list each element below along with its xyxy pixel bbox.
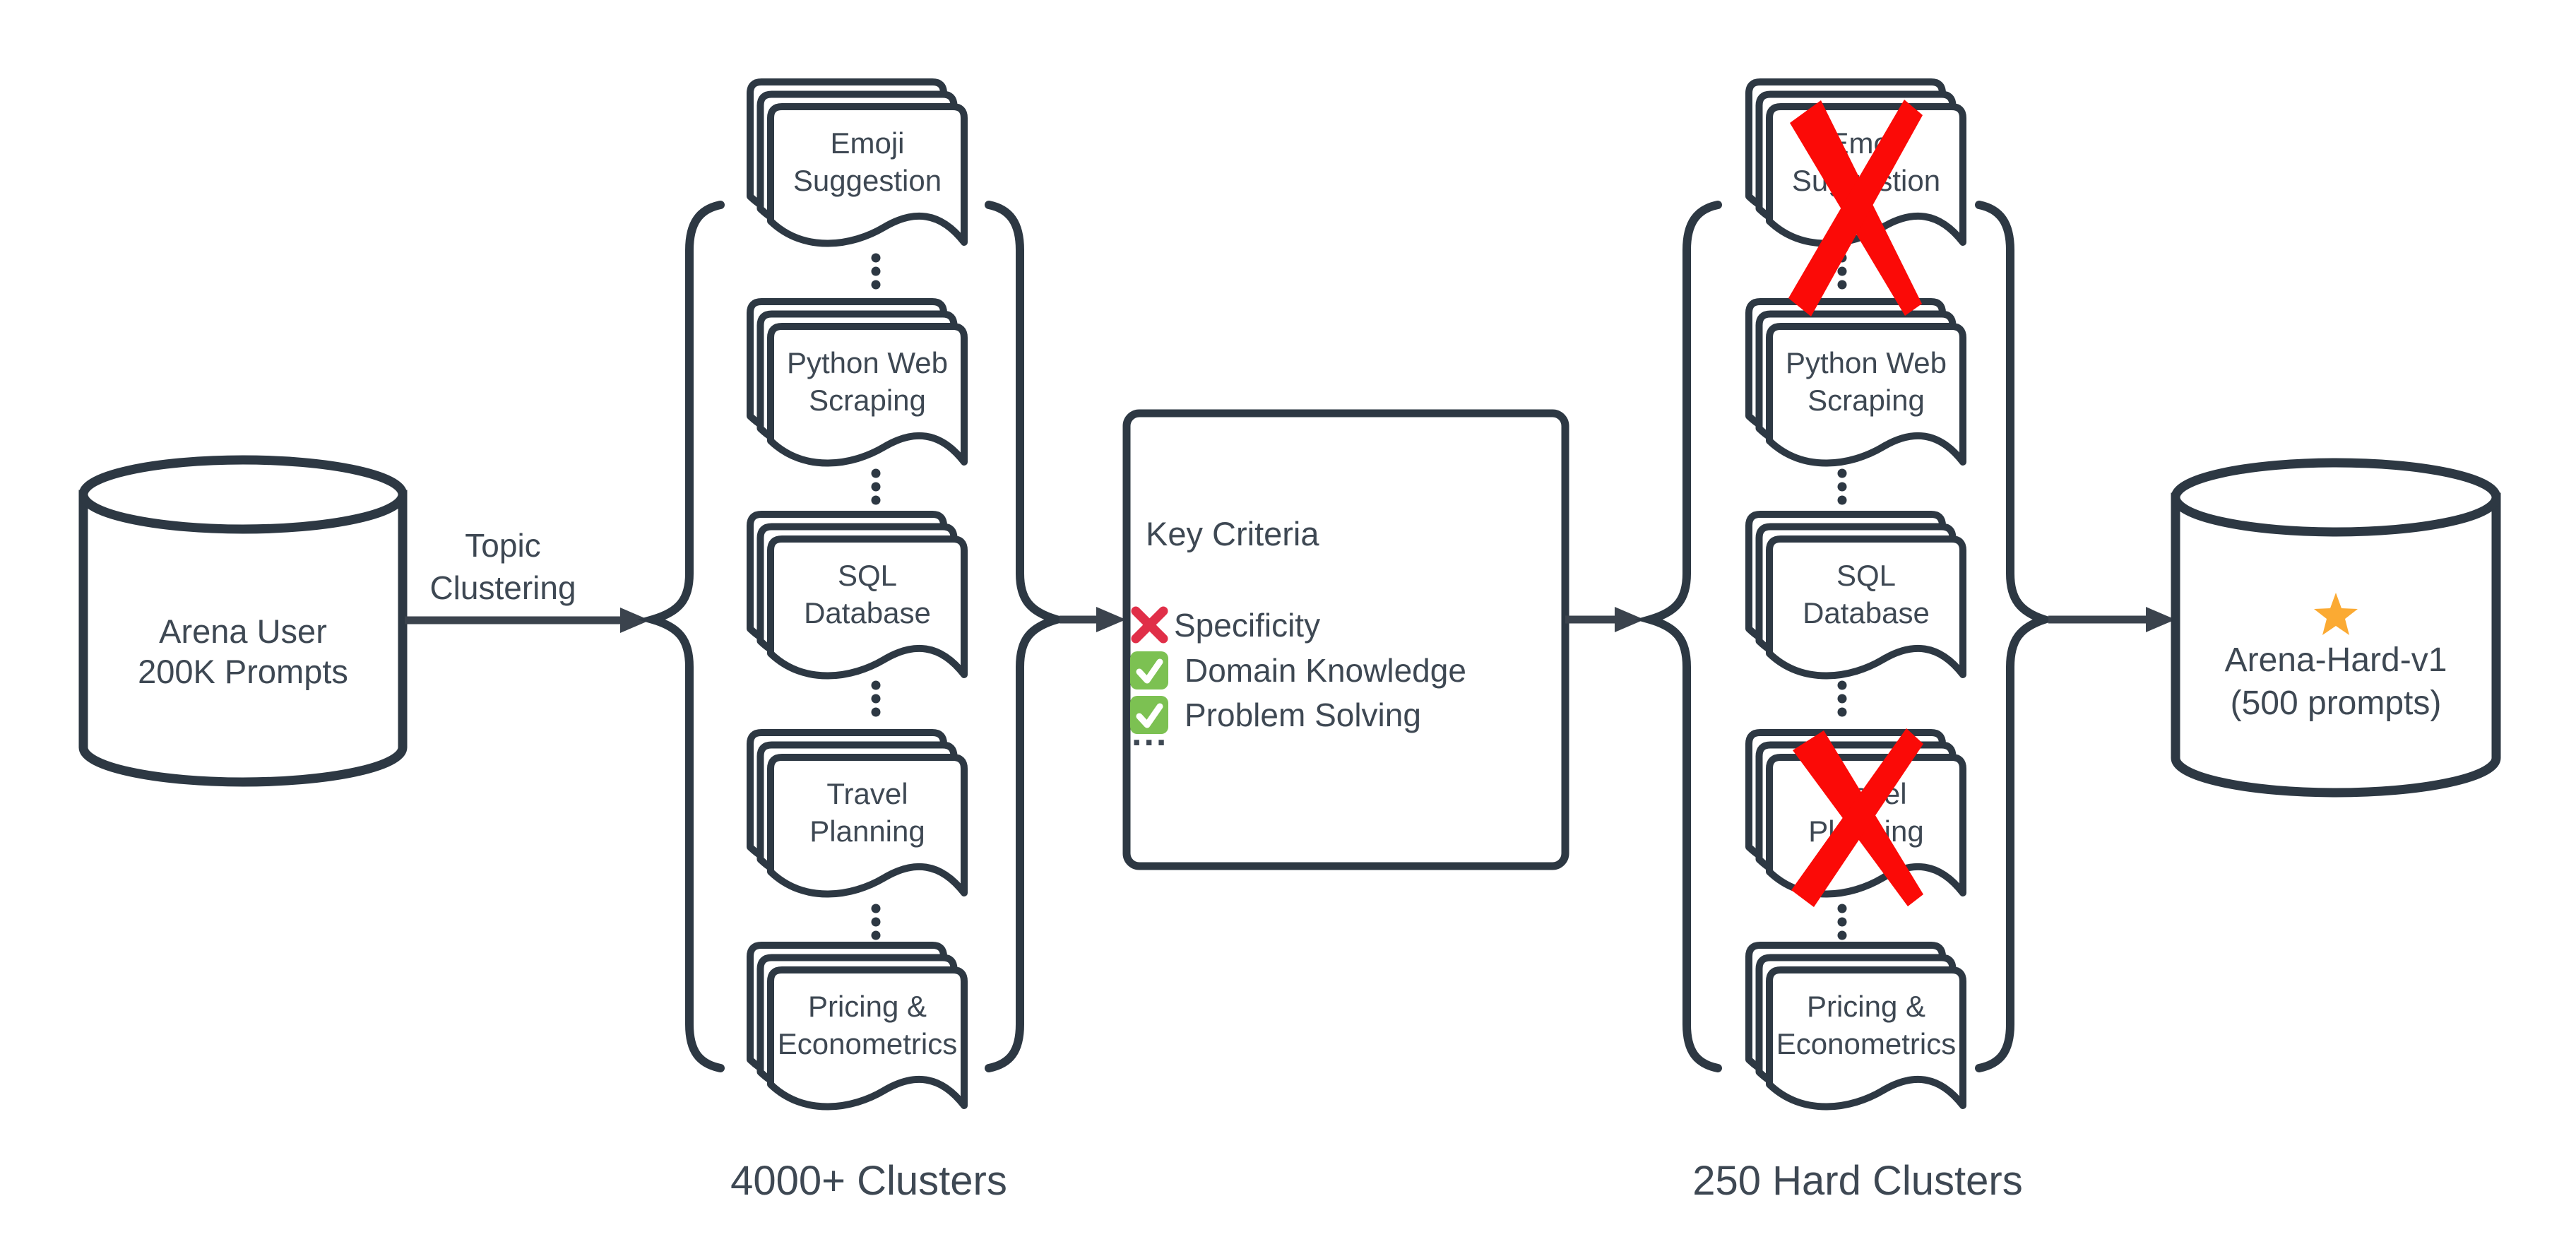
doc-label: Travel Planning [809, 777, 925, 848]
doc-label: SQL Database [1803, 559, 1930, 629]
doc-label: Python Web Scraping [786, 346, 949, 417]
source-db-label: Arena User 200K Prompts [138, 612, 348, 690]
output-database-cylinder [2171, 458, 2501, 798]
arrow-topic-clustering [405, 608, 650, 633]
criteria-title: Key Criteria [1146, 515, 1319, 552]
right-group-caption: 250 Hard Clusters [1692, 1157, 2023, 1204]
output-db-label: Arena-Hard-v1 (500 prompts) [2224, 641, 2447, 722]
star-icon [2314, 593, 2358, 635]
left-column-open-brace [637, 201, 725, 1072]
criteria-item-label: Domain Knowledge [1185, 651, 1466, 689]
arrow-to-output [2048, 607, 2176, 632]
left-column-close-brace [985, 201, 1072, 1072]
doc-label: SQL Database [804, 559, 931, 629]
topic-clustering-label: Topic Clustering [429, 527, 576, 606]
doc-label: Emoji Suggestion [793, 126, 942, 197]
doc-label: Emoji Suggestion [1791, 126, 1941, 197]
criteria-more-ellipsis: ... [1132, 713, 1169, 754]
right-column-close-brace [1975, 201, 2058, 1072]
right-cluster-braces [1634, 201, 2058, 1072]
criteria-item: Domain Knowledge [1129, 650, 1466, 690]
doc-label: Python Web Scraping [1785, 346, 1947, 417]
arrow-to-criteria [1060, 607, 1126, 632]
left-group-caption: 4000+ Clusters [730, 1157, 1007, 1204]
key-criteria-box [1122, 409, 1569, 870]
doc-label: Pricing & Econometrics [1776, 990, 1957, 1060]
right-column-open-brace [1634, 201, 1722, 1072]
criteria-item-label: Specificity [1174, 606, 1321, 644]
red-cross-icon [1131, 606, 1168, 644]
green-check-icon [1130, 695, 1168, 734]
criteria-item: Specificity [1129, 605, 1320, 645]
green-check-icon [1130, 651, 1168, 689]
source-database-cylinder [78, 455, 408, 787]
doc-label: Travel Planning [1808, 777, 1924, 848]
criteria-item-label: Problem Solving [1185, 696, 1421, 733]
doc-label: Pricing & Econometrics [777, 990, 958, 1060]
arrow-to-hard-clusters [1565, 607, 1644, 632]
criteria-item: Problem Solving [1129, 694, 1421, 735]
left-cluster-braces [637, 201, 1072, 1072]
